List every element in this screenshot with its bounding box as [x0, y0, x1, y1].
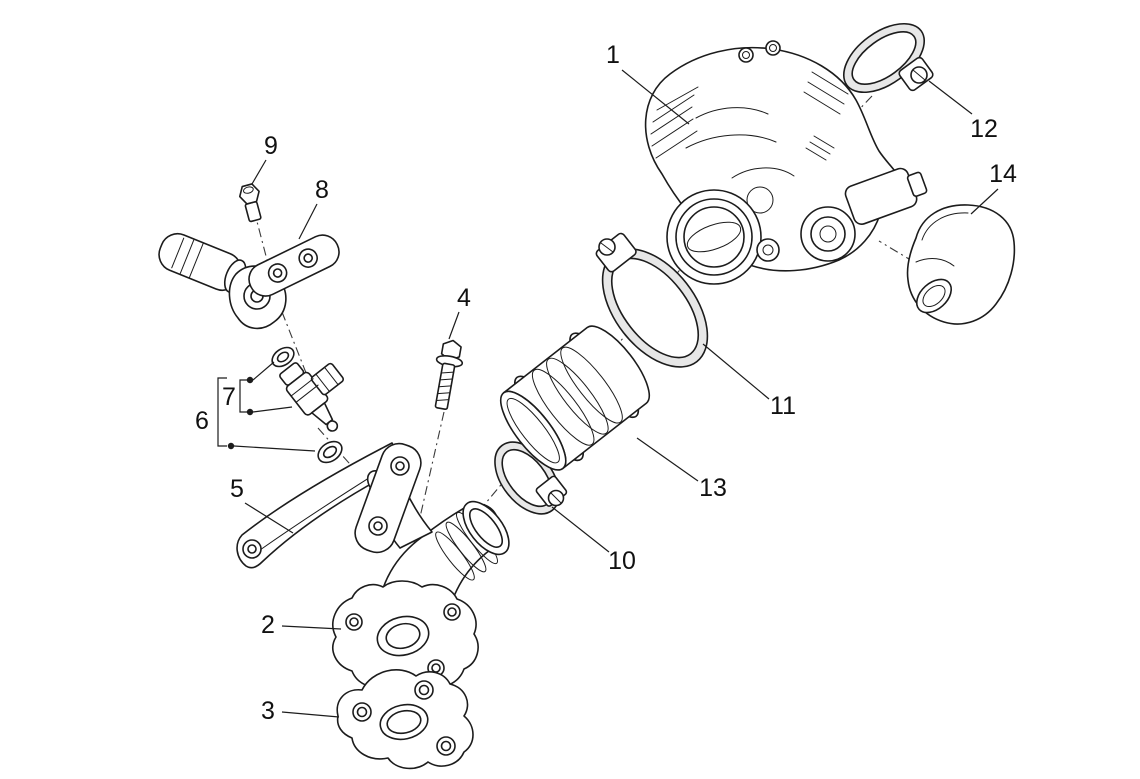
leader-4: [448, 311, 460, 340]
part-7-injector: [271, 346, 344, 432]
manifold-inlet-opening: [462, 500, 510, 556]
leader-13: [636, 437, 699, 482]
callout-label-9: 9: [264, 132, 278, 160]
leader-10: [551, 506, 610, 553]
cover-opening: [915, 278, 953, 314]
leader-2: [281, 625, 342, 630]
callout-label-13: 13: [699, 474, 727, 502]
callout-label-3: 3: [261, 697, 275, 725]
callout-brackets-6-7: [217, 361, 316, 452]
leader-5: [244, 502, 294, 534]
part-3-gasket: [336, 669, 474, 770]
injector-connector: [310, 362, 344, 396]
leader-8: [298, 203, 318, 240]
part-9-bolt: [238, 183, 262, 223]
callout-label-11: 11: [770, 392, 796, 420]
callout-label-5: 5: [230, 475, 244, 503]
callout-label-12: 12: [970, 115, 998, 143]
callout-label-7: 7: [222, 383, 236, 411]
leader-lines: [244, 69, 999, 718]
callout-label-10: 10: [608, 547, 636, 575]
leader-3: [281, 711, 340, 718]
part-5-support-bracket: [236, 442, 405, 569]
callout-label-8: 8: [315, 176, 329, 204]
callout-label-14: 14: [989, 160, 1017, 188]
leader-11: [702, 343, 770, 400]
part-14-rubber-cover: [906, 204, 1016, 325]
part-12-hose-clamp-top: [842, 22, 934, 94]
part-6-injector-seal: [317, 440, 343, 464]
bracket-hole: [242, 539, 262, 559]
part-1-throttle-body: [644, 40, 928, 285]
callout-label-2: 2: [261, 611, 275, 639]
part-8-bracket: [158, 232, 340, 330]
callout-label-4: 4: [457, 284, 471, 312]
leader-14: [970, 188, 999, 215]
part-2-intake-manifold: [332, 442, 510, 693]
leader-9: [251, 159, 267, 185]
leader-1: [621, 69, 690, 125]
callout-label-6: 6: [195, 407, 209, 435]
callout-label-1: 1: [606, 41, 620, 69]
callout-labels: 1 2 3 4 5 6 7 8 9 10 11 12 13 14: [195, 41, 1017, 725]
part-11-hose-clamp-large: [595, 232, 709, 368]
sensor-connector: [844, 167, 928, 225]
part-13-sleeve: [499, 325, 650, 471]
leader-12: [928, 80, 973, 115]
part-4-screw: [434, 339, 464, 411]
